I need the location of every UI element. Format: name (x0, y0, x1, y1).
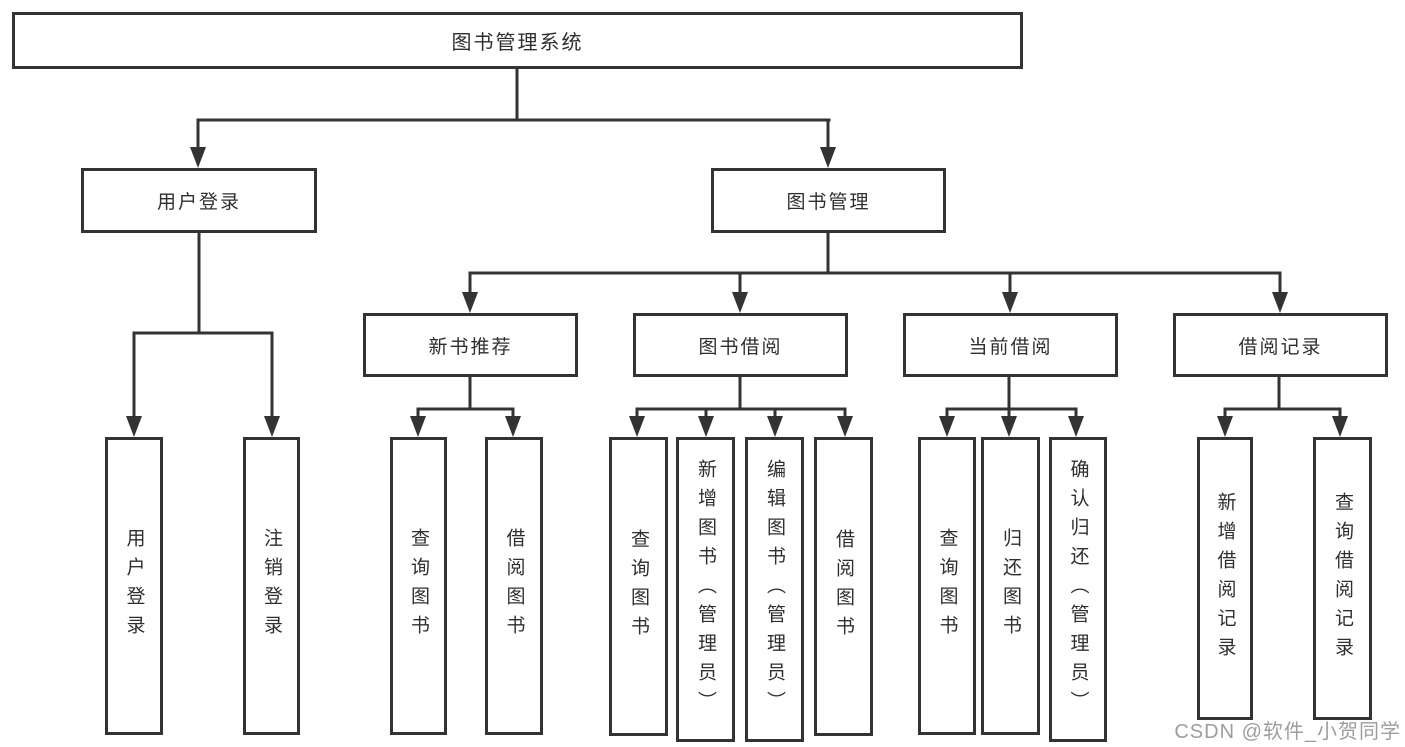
leaf-return-book: 归还图书 (981, 437, 1040, 735)
arrowhead (505, 416, 521, 437)
leaf-confirm-return-admin: 确认归还（管理员） (1049, 437, 1107, 742)
leaf-borrow-book-newbook: 借阅图书 (485, 437, 543, 735)
arrowhead (1332, 416, 1348, 437)
node-user-login: 用户登录 (81, 168, 317, 233)
leaf-add-borrow-record: 新增借阅记录 (1197, 437, 1253, 720)
node-book-borrow: 图书借阅 (633, 313, 848, 377)
leaf-query-book-borrow: 查询图书 (609, 437, 668, 736)
node-book-management: 图书管理 (711, 168, 946, 233)
arrowhead (629, 416, 645, 437)
arrowhead (410, 416, 426, 437)
arrowhead (698, 416, 714, 437)
arrowhead (190, 147, 206, 168)
arrowhead (767, 416, 783, 437)
arrowhead (837, 416, 853, 437)
node-new-book-recommend: 新书推荐 (363, 313, 578, 377)
node-borrow-records: 借阅记录 (1173, 313, 1388, 377)
arrowhead (1001, 416, 1017, 437)
arrowhead (264, 416, 280, 437)
leaf-user-login: 用户登录 (105, 437, 163, 735)
arrowhead (1217, 416, 1233, 437)
leaf-query-borrow-record: 查询借阅记录 (1313, 437, 1372, 720)
arrowhead (1272, 292, 1288, 313)
arrowhead (820, 147, 836, 168)
watermark: CSDN @软件_小贺同学 (1174, 721, 1401, 743)
leaf-add-book-admin: 新增图书（管理员） (676, 437, 735, 742)
arrowhead (462, 292, 478, 313)
leaf-borrow-book-borrow: 借阅图书 (814, 437, 873, 736)
leaf-edit-book-admin: 编辑图书（管理员） (745, 437, 804, 742)
leaf-query-book-current: 查询图书 (918, 437, 976, 735)
arrowhead (732, 292, 748, 313)
node-current-borrow: 当前借阅 (903, 313, 1118, 377)
leaf-query-book-newbook: 查询图书 (390, 437, 447, 735)
leaf-logout: 注销登录 (243, 437, 300, 735)
arrowhead (1068, 416, 1084, 437)
arrowhead (939, 416, 955, 437)
arrowhead (126, 416, 142, 437)
node-library-system: 图书管理系统 (12, 12, 1023, 69)
arrowhead (1002, 292, 1018, 313)
